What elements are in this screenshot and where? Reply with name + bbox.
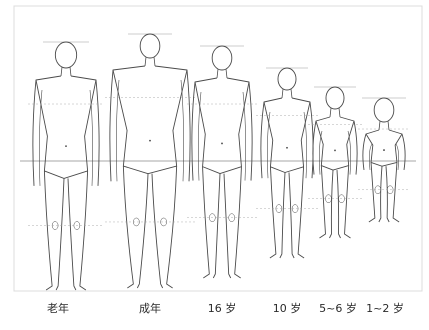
navel-mark (149, 140, 151, 142)
label-age-10: 10 岁 (273, 300, 302, 316)
left-arm-outline (192, 82, 195, 181)
navel-mark (286, 147, 288, 149)
right-arm-outline (402, 134, 405, 170)
right-arm-outline (249, 82, 252, 181)
left-leg-outline (203, 167, 220, 278)
figure-elderly (28, 42, 104, 290)
right-inner-arm (243, 92, 246, 181)
right-arm-outline (310, 102, 313, 178)
left-arm-outline (363, 134, 366, 170)
navel-mark (383, 149, 385, 151)
head-outline (140, 34, 160, 58)
label-adult: 成年 (139, 300, 161, 316)
torso-outline (36, 76, 96, 178)
right-leg-outline (152, 166, 177, 288)
left-arm-outline (261, 102, 264, 178)
left-inner-arm (267, 112, 270, 178)
label-age-5-6: 5~6 岁 (319, 300, 357, 316)
label-age-1-2: 1~2 岁 (366, 300, 404, 316)
left-inner-arm (39, 90, 42, 186)
left-arm-outline (313, 121, 316, 175)
torso-outline (195, 78, 249, 174)
navel-mark (334, 150, 336, 152)
left-inner-arm (198, 92, 201, 181)
head-outline (374, 98, 394, 122)
figure-age-5-6 (308, 87, 362, 238)
head-outline (326, 87, 344, 109)
left-arm-outline (33, 80, 36, 186)
right-inner-arm (90, 90, 93, 186)
left-leg-outline (123, 166, 148, 288)
figures-layer (28, 34, 410, 290)
figure-age-10 (256, 68, 318, 258)
right-arm-outline (354, 121, 357, 175)
torso-outline (316, 117, 354, 170)
head-outline (55, 42, 76, 68)
left-leg-outline (44, 171, 64, 290)
head-outline (278, 68, 296, 90)
left-arm-outline (110, 70, 113, 181)
label-age-16: 16 岁 (208, 300, 237, 316)
right-arm-outline (96, 80, 99, 186)
right-arm-outline (187, 70, 190, 181)
navel-mark (221, 143, 223, 145)
navel-mark (65, 145, 67, 147)
torso-outline (113, 66, 187, 174)
label-elderly: 老年 (47, 300, 69, 316)
right-leg-outline (68, 171, 88, 290)
head-outline (212, 46, 232, 70)
right-leg-outline (224, 167, 241, 278)
figure-age-1-2 (358, 98, 410, 222)
figure-age-16 (187, 46, 257, 278)
right-inner-arm (304, 112, 307, 178)
